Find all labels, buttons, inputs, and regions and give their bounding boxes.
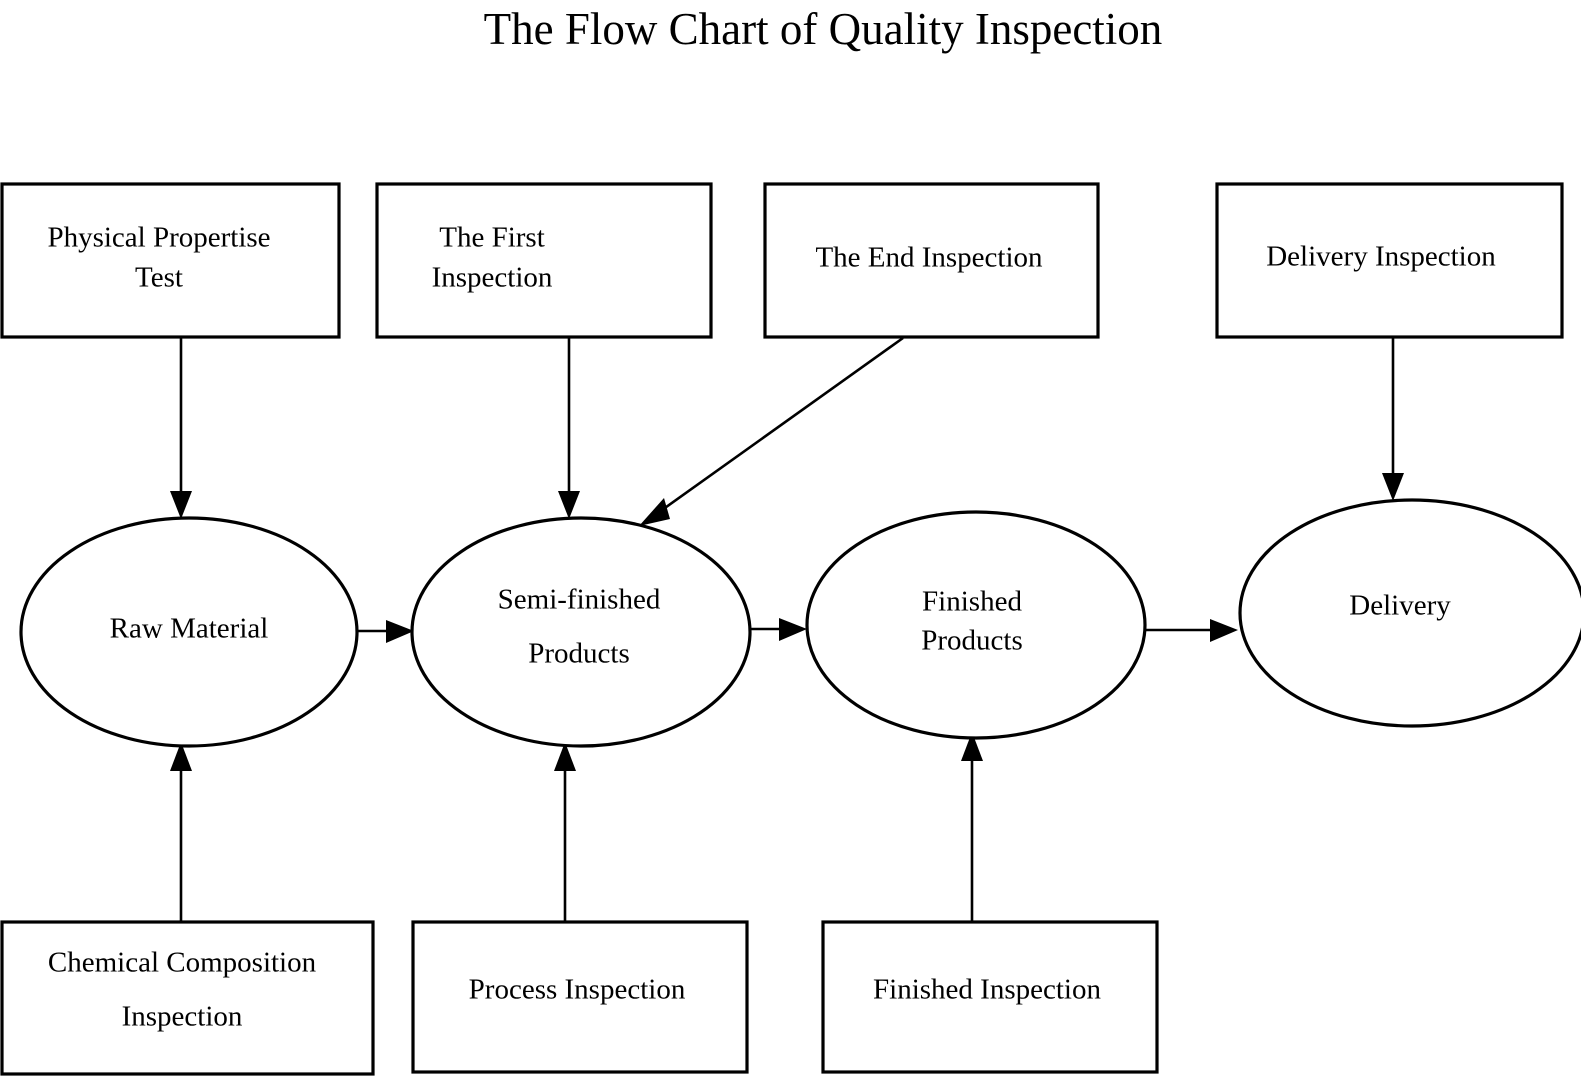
edge-semi-finished-to-finished-products: [750, 618, 807, 641]
edge-process-inspection-to-semi-finished: [554, 742, 576, 922]
node-delivery[interactable]: Delivery: [1238, 498, 1581, 728]
node-label-delivery-inspection: Delivery Inspection: [1266, 241, 1496, 273]
node-label-the-first-inspection-line1: The First: [439, 222, 545, 254]
node-raw-material[interactable]: Raw Material: [19, 516, 359, 748]
edge-raw-material-to-semi-finished: [357, 620, 414, 643]
node-label-finished-products-line2: Products: [921, 625, 1023, 657]
node-label-chemical-composition-inspection-line2: Inspection: [122, 1001, 243, 1033]
node-label-finished-products-line1: Finished: [922, 586, 1022, 618]
node-delivery-inspection[interactable]: Delivery Inspection: [1215, 182, 1564, 339]
node-label-chemical-composition-inspection-line1: Chemical Composition: [48, 947, 317, 979]
node-chemical-composition-inspection[interactable]: Chemical Composition Inspection: [0, 920, 375, 1076]
node-physical-propertise-test[interactable]: Physical Propertise Test: [0, 182, 341, 339]
edge-chemical-inspection-to-raw-material: [170, 742, 192, 922]
node-label-raw-material: Raw Material: [110, 613, 269, 645]
node-label-semi-finished-products-line2: Products: [528, 638, 630, 670]
node-label-semi-finished-products-line1: Semi-finished: [498, 584, 661, 616]
node-label-the-first-inspection-line2: Inspection: [432, 262, 553, 294]
node-label-finished-inspection: Finished Inspection: [873, 974, 1101, 1006]
edges-layer: [170, 336, 1404, 922]
node-semi-finished-products[interactable]: Semi-finished Products: [410, 516, 752, 748]
node-label-physical-propertise-test-line2: Test: [135, 262, 183, 294]
node-label-delivery: Delivery: [1349, 590, 1451, 622]
node-label-the-end-inspection: The End Inspection: [815, 242, 1043, 274]
edge-physical-test-to-raw-material: [170, 337, 192, 519]
edge-first-inspection-to-semi-finished: [558, 337, 580, 519]
edge-finished-inspection-to-finished-products: [961, 732, 983, 922]
edge-finished-products-to-delivery: [1145, 619, 1238, 642]
node-finished-inspection[interactable]: Finished Inspection: [821, 920, 1159, 1074]
node-process-inspection[interactable]: Process Inspection: [411, 920, 749, 1074]
page-title: The Flow Chart of Quality Inspection: [484, 4, 1163, 54]
node-label-physical-propertise-test-line1: Physical Propertise: [47, 222, 270, 254]
edge-end-inspection-to-semi-finished: [639, 336, 904, 526]
node-label-process-inspection: Process Inspection: [469, 974, 686, 1006]
node-the-end-inspection[interactable]: The End Inspection: [763, 182, 1100, 339]
node-the-first-inspection[interactable]: The First Inspection: [375, 182, 713, 339]
node-finished-products[interactable]: Finished Products: [805, 510, 1147, 740]
edge-delivery-inspection-to-delivery: [1382, 337, 1404, 501]
